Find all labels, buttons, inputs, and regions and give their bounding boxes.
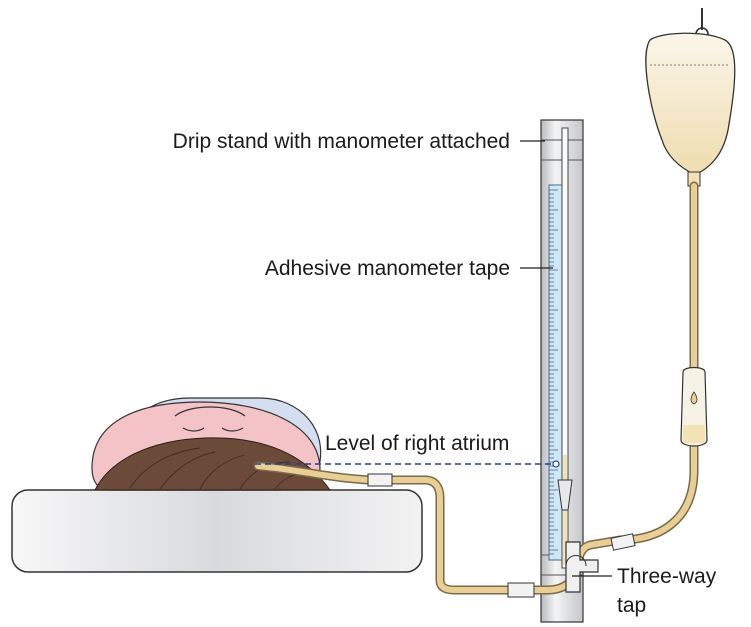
patient (91, 397, 331, 491)
label-drip-stand: Drip stand with manometer attached (173, 130, 510, 153)
infusion-tubing (573, 181, 699, 575)
line-clamp (507, 582, 535, 598)
hair (94, 437, 331, 491)
drip-stand (540, 119, 584, 623)
chin (174, 406, 246, 417)
zero-point-marker (552, 460, 560, 468)
infusion-bag (645, 8, 736, 187)
catheter-connector (367, 473, 393, 487)
tape-scale (549, 189, 558, 555)
manometer-connector (557, 479, 573, 511)
drip-chamber (680, 366, 708, 447)
patient-line (253, 461, 580, 595)
three-way-tap (565, 541, 599, 593)
label-three-way-tap-2: tap (617, 594, 646, 617)
manometer-tube (561, 127, 569, 569)
inline-connector (610, 533, 636, 551)
label-manometer-tape: Adhesive manometer tape (265, 257, 510, 280)
closed-eye-right (221, 427, 244, 432)
label-right-atrium: Level of right atrium (325, 432, 509, 455)
leader-lines (520, 140, 612, 577)
bed (11, 489, 423, 573)
label-three-way-tap-1: Three-way (617, 565, 717, 588)
closed-eye-left (182, 427, 205, 432)
